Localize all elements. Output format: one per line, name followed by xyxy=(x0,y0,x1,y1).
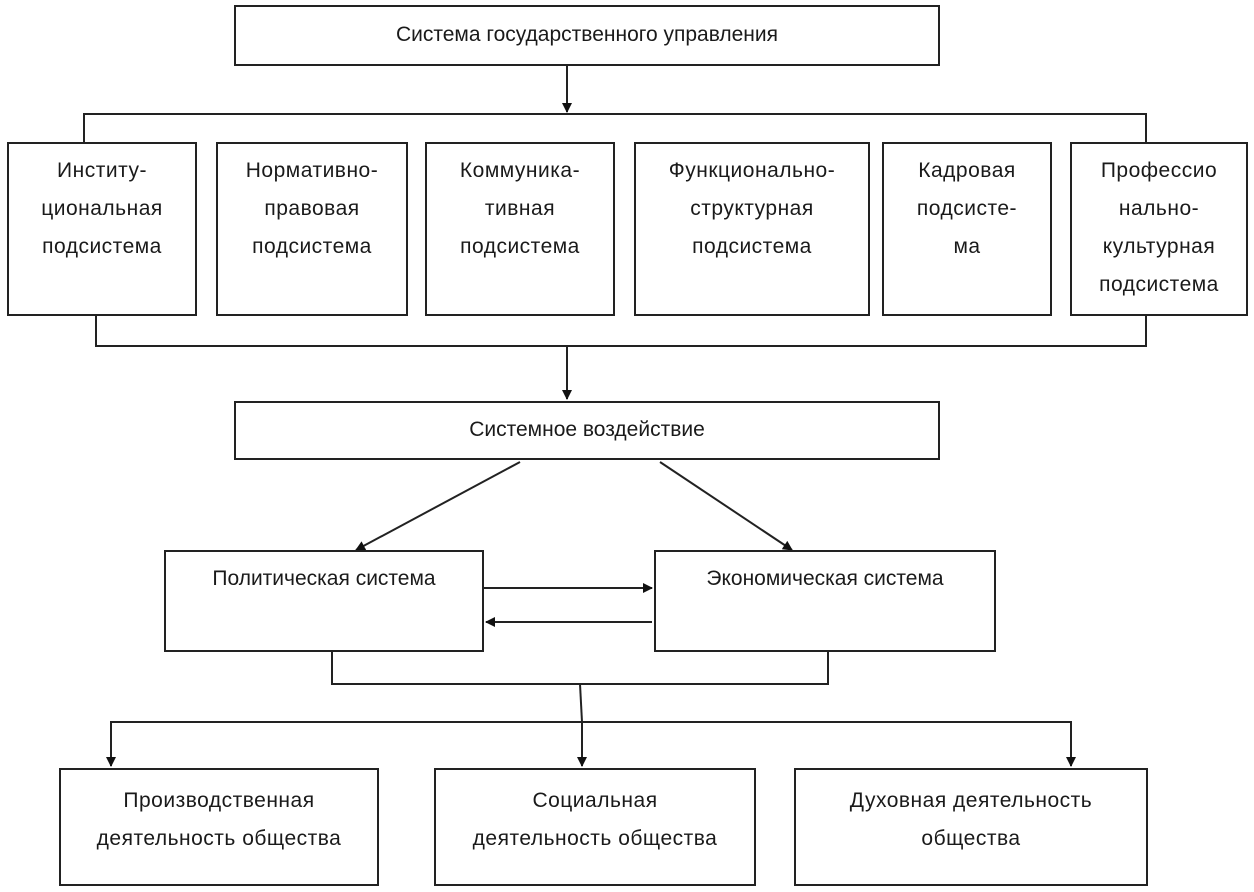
arrow-impact-to-political xyxy=(355,461,521,551)
subsystem-institutional-label: Институ- циональная подсистема xyxy=(41,159,163,258)
subsystem-functional-label: Функционально- структурная подсистема xyxy=(668,159,836,258)
spiritual-activity-label: Духовная деятельность общества xyxy=(849,789,1093,850)
subsystem-functional-box: Функционально- структурная подсистема xyxy=(634,142,870,316)
systemic-impact-label: Системное воздействие xyxy=(469,418,705,441)
social-activity-box: Социальная деятельность общества xyxy=(434,768,756,886)
economic-system-label: Экономическая система xyxy=(706,567,944,590)
subsystem-normative-label: Нормативно- правовая подсистема xyxy=(245,159,379,258)
political-system-label: Политическая система xyxy=(212,567,436,590)
production-activity-label: Производственная деятельность общества xyxy=(96,789,342,850)
activities-bus-line xyxy=(110,721,1072,766)
economic-system-box: Экономическая система xyxy=(654,550,996,652)
subsystem-professional-label: Профессио нально- культурная подсистема xyxy=(1099,159,1219,296)
arrow-impact-to-economic xyxy=(659,461,793,551)
state-governance-system-label: Система государственного управления xyxy=(395,23,779,46)
subsystem-personnel-label: Кадровая подсисте- ма xyxy=(916,159,1018,258)
systemic-impact-box: Системное воздействие xyxy=(234,401,940,460)
subsystem-communicative-label: Коммуника- тивная подсистема xyxy=(459,159,581,258)
state-governance-system-box: Система государственного управления xyxy=(234,5,940,66)
subsystem-professional-box: Профессио нально- культурная подсистема xyxy=(1070,142,1248,316)
top-bus-line xyxy=(83,113,1147,142)
social-activity-label: Социальная деятельность общества xyxy=(472,789,718,850)
subsystem-personnel-box: Кадровая подсисте- ма xyxy=(882,142,1052,316)
bottom-bus-line xyxy=(95,316,1147,347)
subsystem-communicative-box: Коммуника- тивная подсистема xyxy=(425,142,615,316)
production-activity-box: Производственная деятельность общества xyxy=(59,768,379,886)
political-system-box: Политическая система xyxy=(164,550,484,652)
subsystem-institutional-box: Институ- циональная подсистема xyxy=(7,142,197,316)
systems-bus-line xyxy=(331,652,829,685)
subsystem-normative-box: Нормативно- правовая подсистема xyxy=(216,142,408,316)
spiritual-activity-box: Духовная деятельность общества xyxy=(794,768,1148,886)
stem-to-activities xyxy=(579,683,583,723)
